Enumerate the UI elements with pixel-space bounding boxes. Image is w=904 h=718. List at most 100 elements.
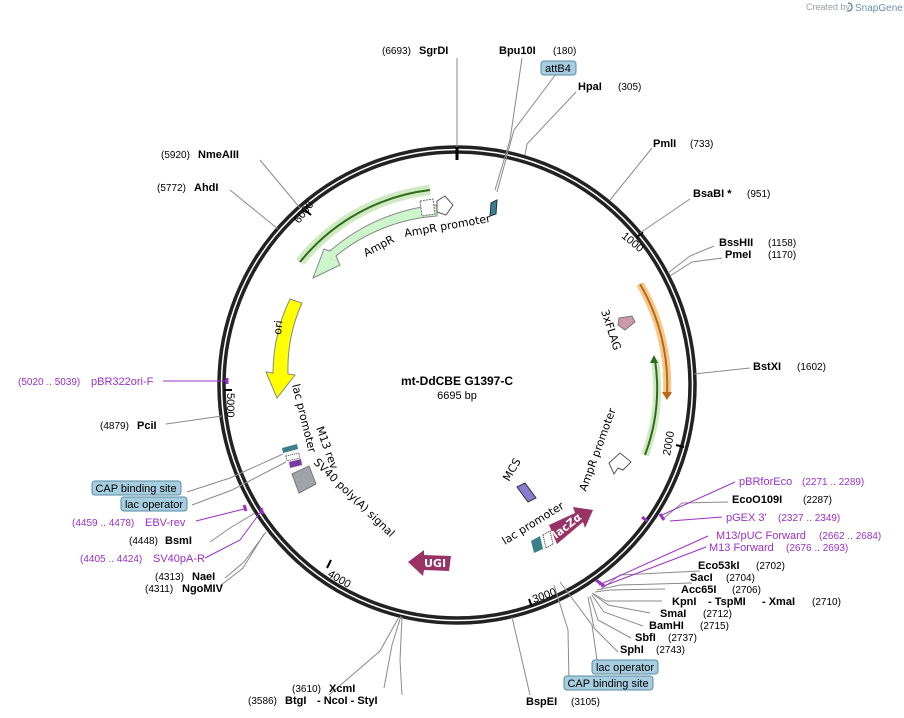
sv40-label: SV40 poly(A) signal	[311, 456, 397, 540]
primer-m13-forward[interactable]: M13 Forward (2676 .. 2693)	[709, 542, 848, 554]
svg-text:SmaI: SmaI	[660, 608, 686, 620]
box-lacop-bottom[interactable]: lac operator	[591, 659, 659, 675]
svg-text:5000: 5000	[224, 393, 236, 417]
primer-pgex3[interactable]: pGEX 3' (2327 .. 2349)	[726, 512, 840, 524]
svg-text:EBV-rev: EBV-rev	[145, 517, 186, 529]
enzyme-nmeaiii[interactable]: (5920) NmeAIII	[161, 149, 239, 161]
tick-1000: 1000	[619, 230, 645, 255]
box-cap-bottom[interactable]: CAP binding site	[563, 675, 654, 691]
primer-m13-puc-forward[interactable]: M13/pUC Forward (2662 .. 2684)	[716, 530, 881, 542]
feature-ampr-promoter-right[interactable]: AmpR promoter	[577, 406, 632, 493]
enzyme-sphi[interactable]: SphI (2743)	[620, 644, 685, 656]
svg-text:(951): (951)	[747, 189, 770, 200]
feature-orange-cds[interactable]	[636, 281, 672, 400]
credit-prefix: Created by	[806, 2, 851, 12]
enzyme-bpu10i[interactable]: Bpu10I (180)	[499, 45, 576, 57]
enzyme-saci[interactable]: SacI (2704)	[690, 572, 755, 584]
enzyme-sbfi[interactable]: SbfI (2737)	[635, 632, 697, 644]
svg-text:AhdI: AhdI	[194, 182, 218, 194]
svg-text:(2662 .. 2684): (2662 .. 2684)	[819, 531, 881, 542]
svg-text:(4448): (4448)	[129, 536, 158, 547]
enzyme-ngomiv[interactable]: (4311) NgoMIV	[145, 583, 224, 595]
svg-text:- TspMI: - TspMI	[708, 596, 746, 608]
svg-text:Bpu10I: Bpu10I	[499, 45, 536, 57]
box-lacop-left[interactable]: lac operator	[120, 496, 188, 512]
enzyme-smai[interactable]: SmaI (2712)	[660, 608, 732, 620]
svg-text:(5920): (5920)	[161, 150, 190, 161]
svg-text:(2327 .. 2349): (2327 .. 2349)	[778, 513, 840, 524]
enzyme-bsshii[interactable]: BssHII (1158)	[719, 237, 796, 249]
svg-text:BstXI: BstXI	[753, 361, 781, 373]
svg-text:(3586): (3586)	[248, 696, 277, 707]
primer-ebv-rev[interactable]: (4459 .. 4478) EBV-rev	[72, 517, 186, 529]
feature-3xflag[interactable]: 3xFLAG	[598, 308, 636, 352]
enzyme-bstxi[interactable]: BstXI (1602)	[753, 361, 826, 373]
flag-label: 3xFLAG	[598, 308, 623, 352]
enzyme-btgi-ncoi-styi[interactable]: (3586) BtgI - NcoI - StyI	[248, 695, 378, 707]
plasmid-size: 6695 bp	[437, 390, 477, 402]
enzyme-eco53ki[interactable]: Eco53kI (2702)	[698, 560, 785, 572]
primer-sv40pa-r[interactable]: (4405 .. 4424) SV40pA-R	[80, 553, 205, 565]
enzyme-pmli[interactable]: PmlI (733)	[653, 138, 713, 150]
svg-text:(4313): (4313)	[155, 572, 184, 583]
enzyme-pcii[interactable]: (4879) PciI	[100, 420, 157, 432]
svg-text:SbfI: SbfI	[635, 632, 656, 644]
feature-lac-promoter-left[interactable]: lac promoter M13 rev	[282, 383, 341, 472]
svg-text:lac operator: lac operator	[596, 662, 654, 674]
feature-ori[interactable]: ori	[265, 298, 303, 399]
box-attb4[interactable]: attB4	[540, 60, 577, 76]
svg-text:Eco53kI: Eco53kI	[698, 560, 740, 572]
svg-text:NaeI: NaeI	[192, 571, 215, 583]
enzyme-ecoo109i[interactable]: EcoO109I (2287)	[732, 494, 832, 506]
svg-text:lac operator: lac operator	[125, 499, 183, 511]
enzyme-pmei[interactable]: PmeI (1170)	[725, 249, 796, 261]
svg-text:BtgI: BtgI	[285, 695, 306, 707]
svg-text:(6693): (6693)	[382, 46, 411, 57]
enzyme-xcmi[interactable]: (3610) XcmI	[292, 683, 355, 695]
enzyme-bspei[interactable]: BspEI (3105)	[526, 696, 600, 708]
feature-sv40[interactable]: SV40 poly(A) signal	[291, 456, 397, 540]
svg-text:pGEX 3': pGEX 3'	[726, 512, 767, 524]
svg-text:NmeAIII: NmeAIII	[198, 149, 239, 161]
svg-text:2000: 2000	[661, 430, 677, 456]
svg-text:NgoMIV: NgoMIV	[182, 583, 224, 595]
svg-text:(2715): (2715)	[700, 621, 729, 632]
ori-label: ori	[271, 320, 285, 336]
enzyme-naei[interactable]: (4313) NaeI	[155, 571, 215, 583]
mcs-label: MCS	[500, 456, 523, 483]
feature-mcs[interactable]: MCS	[500, 456, 537, 503]
enzyme-hpai[interactable]: HpaI (305)	[578, 81, 641, 93]
svg-text:(2287): (2287)	[803, 495, 832, 506]
feature-green-cds[interactable]	[641, 355, 662, 457]
svg-text:PmlI: PmlI	[653, 138, 676, 150]
primer-pbr322ori-f[interactable]: (5020 .. 5039) pBR322ori-F	[18, 376, 154, 388]
svg-text:M13 Forward: M13 Forward	[709, 542, 774, 554]
enzyme-sgrdi[interactable]: (6693) SgrDI	[382, 45, 448, 57]
box-cap-left[interactable]: CAP binding site	[91, 480, 182, 496]
enzyme-bamhi[interactable]: BamHI (2715)	[649, 620, 729, 632]
svg-text:(4879): (4879)	[100, 421, 129, 432]
feature-lacz[interactable]: lacZα lac promoter	[500, 499, 593, 553]
ugi-label: UGI	[424, 557, 446, 570]
svg-text:(1170): (1170)	[768, 250, 796, 261]
svg-text:(4459 .. 4478): (4459 .. 4478)	[72, 518, 134, 529]
svg-text:(1602): (1602)	[797, 362, 826, 373]
feature-ugi[interactable]: UGI	[408, 550, 451, 576]
enzyme-bsabi[interactable]: BsaBI * (951)	[693, 188, 770, 200]
svg-text:pBR322ori-F: pBR322ori-F	[91, 376, 154, 388]
svg-text:SphI: SphI	[620, 644, 644, 656]
primer-pbrforeco[interactable]: pBRforEco (2271 .. 2289)	[739, 476, 864, 488]
svg-text:(2706): (2706)	[732, 585, 761, 596]
credit-brand: SnapGene	[855, 3, 903, 14]
svg-text:(2743): (2743)	[656, 645, 685, 656]
svg-text:(4405 .. 4424): (4405 .. 4424)	[80, 554, 142, 565]
enzyme-bsmi[interactable]: (4448) BsmI	[129, 535, 192, 547]
tick-5000: 5000	[224, 389, 236, 417]
svg-text:(733): (733)	[690, 139, 713, 150]
enzyme-ahdi[interactable]: (5772) AhdI	[157, 182, 218, 194]
svg-text:SgrDI: SgrDI	[419, 45, 448, 57]
svg-text:CAP binding site: CAP binding site	[567, 678, 648, 690]
svg-text:KpnI: KpnI	[672, 596, 696, 608]
enzyme-acc65i[interactable]: Acc65I (2706)	[681, 584, 761, 596]
enzyme-kpni-tspmi-xmai[interactable]: KpnI - TspMI - XmaI (2710)	[672, 596, 841, 608]
